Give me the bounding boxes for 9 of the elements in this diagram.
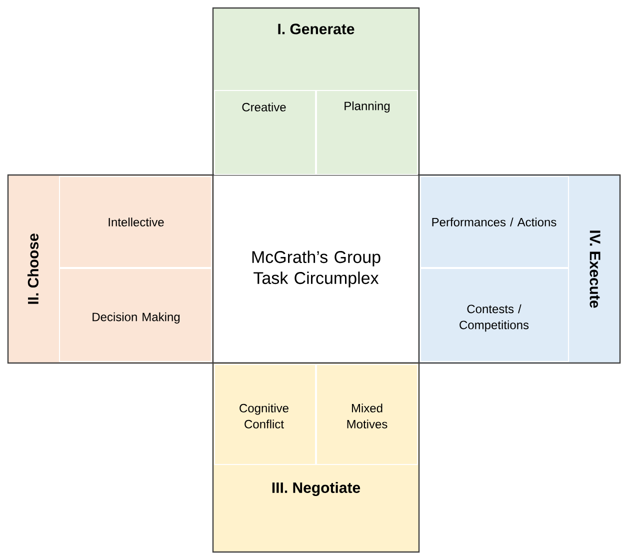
category-cell: Contests / Competitions [420,268,569,362]
category-cell: Planning [316,90,418,175]
category-cell: Mixed Motives [316,364,418,465]
category-cell: Decision Making [59,268,212,362]
category-cell: Cognitive Conflict [214,364,316,465]
category-cell: Intellective [59,176,212,268]
category-cell: Performances / Actions [420,176,569,268]
center-box: McGrath’s Group Task Circumplex [212,174,420,364]
category-cell: Creative [214,90,316,175]
